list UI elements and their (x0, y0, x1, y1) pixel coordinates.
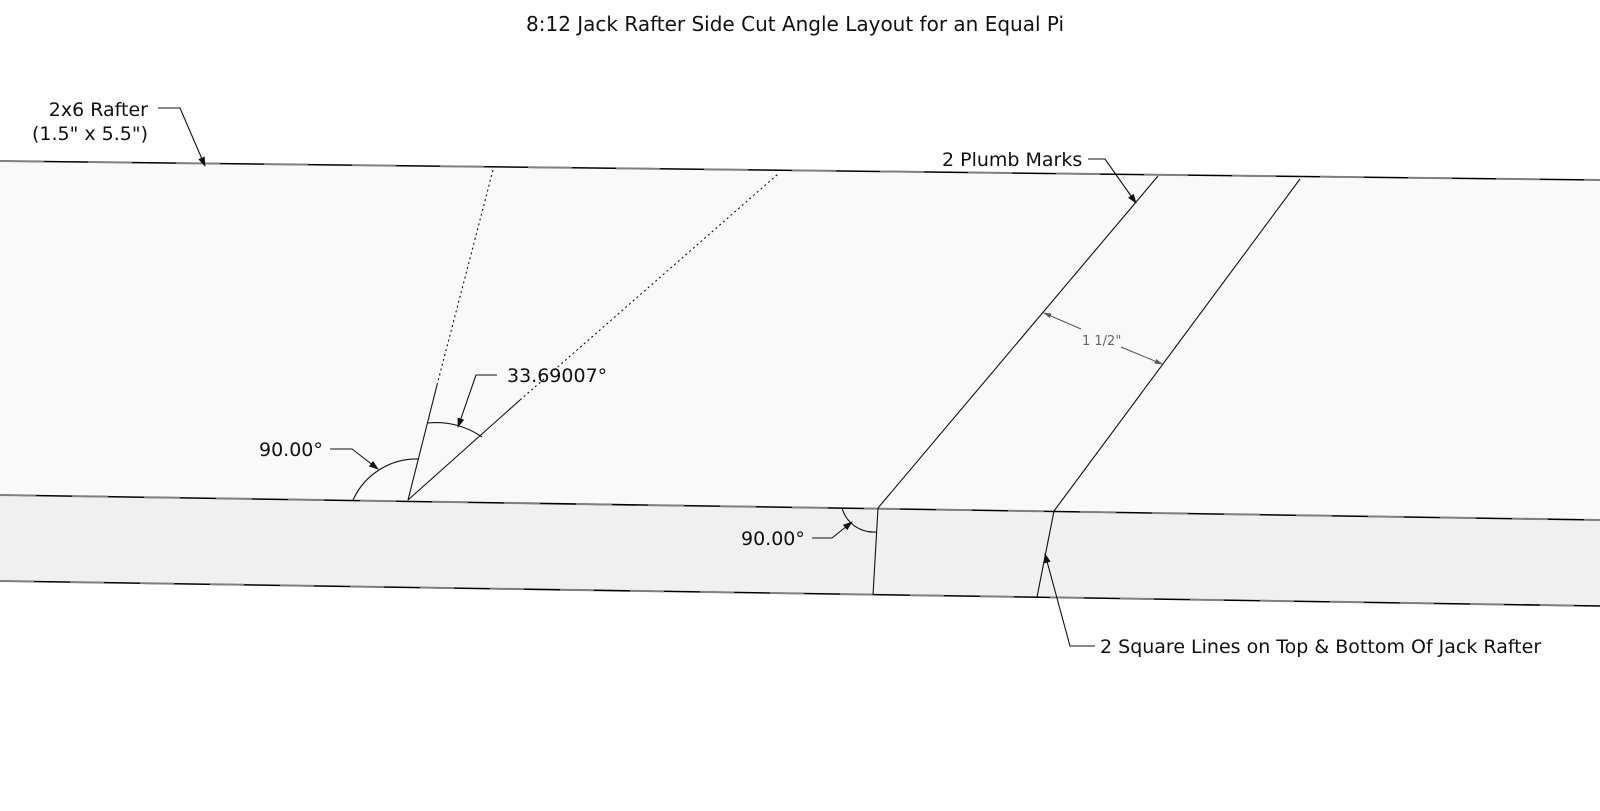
side-cut-construction (352, 169, 779, 501)
square-lines-leader (1043, 553, 1095, 647)
square-line-1 (872, 507, 879, 596)
rafter-leader (158, 107, 206, 167)
plumb-leader (1088, 158, 1137, 204)
rafter-top-face (0, 161, 1600, 520)
rafter-edges (0, 160, 1600, 607)
diagram-title: 8:12 Jack Rafter Side Cut Angle Layout f… (526, 12, 1065, 36)
side-cut-angle-label: 33.69007° (507, 365, 608, 387)
angle-90-top-label: 90.00° (259, 439, 323, 461)
angle-90-side-label: 90.00° (741, 528, 805, 550)
plumb-marks (877, 175, 1301, 512)
plumb-marks-label: 2 Plumb Marks (942, 149, 1083, 171)
angle-90-top-leader (330, 448, 379, 470)
spacing-dimension-arrows (1043, 312, 1163, 365)
angle-90-side-leader (812, 521, 853, 539)
rafter-label-line2: (1.5" x 5.5") (31, 123, 148, 145)
side-cut-leader (457, 374, 497, 428)
plumb-mark-2 (1053, 178, 1301, 512)
plumb-mark-1 (877, 175, 1159, 509)
spacing-dimension-label: 1 1/2" (1082, 334, 1122, 349)
leader-lines (158, 107, 1137, 647)
rafter-side-face (0, 495, 1600, 606)
rafter-label-line1: 2x6 Rafter (48, 99, 148, 121)
square-lines-label: 2 Square Lines on Top & Bottom Of Jack R… (1100, 636, 1542, 658)
